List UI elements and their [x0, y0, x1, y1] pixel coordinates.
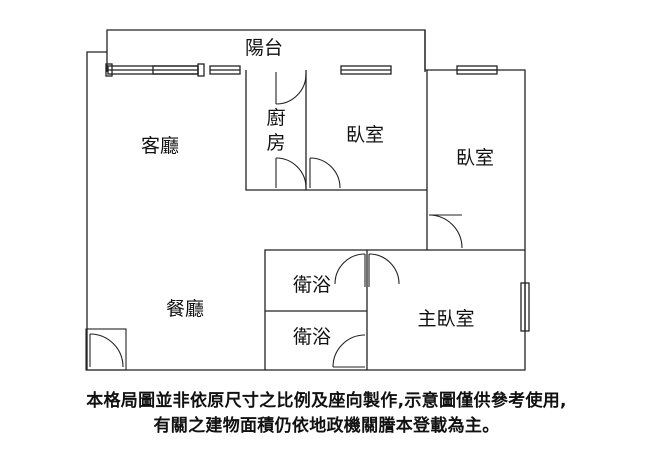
balcony-outline [106, 29, 426, 72]
disclaimer-line-2: 有關之建物面積仍依地政機關謄本登載為主。 [153, 416, 500, 436]
bathroom-upper-label: 衛浴 [293, 274, 331, 296]
bedroom-right-label: 臥室 [456, 147, 494, 169]
room-labels: 陽台 客廳 廚 房 臥室 臥室 餐廳 衛浴 衛浴 主臥室 [141, 37, 494, 348]
dining-room-label: 餐廳 [166, 298, 204, 320]
balcony-label: 陽台 [245, 37, 283, 59]
disclaimer-line-1: 本格局圖並非依原尺寸之比例及座向製作,示意圖僅供參考使用, [86, 391, 567, 411]
kitchen-label-bottom: 房 [266, 132, 285, 154]
interior-walls [245, 70, 525, 370]
bathroom-lower-label: 衛浴 [293, 326, 331, 348]
doors [85, 72, 463, 371]
right-window [520, 282, 530, 332]
living-room-label: 客廳 [141, 135, 179, 157]
master-bedroom-label: 主臥室 [417, 308, 474, 330]
bedroom-middle-label: 臥室 [346, 124, 384, 146]
floor-plan: 陽台 客廳 廚 房 臥室 臥室 餐廳 衛浴 衛浴 主臥室 [85, 29, 530, 371]
top-windows [105, 63, 498, 77]
kitchen-label-top: 廚 [266, 106, 285, 129]
